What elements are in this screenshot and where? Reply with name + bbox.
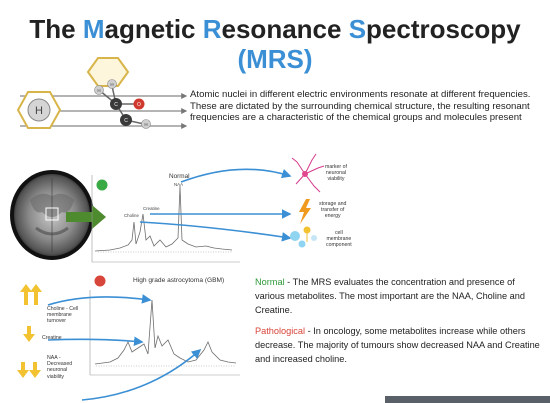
brain-mri-image [10, 170, 94, 260]
atom-h [94, 85, 104, 95]
normal-spectrum-label: Normal [169, 173, 190, 180]
hydrogen-atom-label: H [35, 105, 43, 117]
atom-c [120, 114, 132, 126]
footer-bar [385, 396, 550, 403]
change-label-creatine: Creatine [42, 335, 62, 341]
change-label-naa: NAA - Decreased neuronal viability [47, 355, 73, 380]
molecule-illustration: H H H C C O H [16, 57, 188, 129]
arrow-choline [139, 221, 292, 242]
atom-c [110, 98, 122, 110]
green-arrow-icon [66, 205, 106, 229]
arrow-naa [180, 168, 292, 183]
note-pathological: Pathological - In oncology, some metabol… [255, 326, 540, 364]
note-patho-label: Pathological [255, 326, 306, 336]
function-label-creatine: storage and transfer of energy [319, 201, 347, 220]
svg-text:C: C [114, 102, 118, 108]
atom-h [107, 79, 117, 89]
arrow-naa-tumor [81, 348, 202, 401]
up-arrows-icon [20, 284, 42, 305]
green-dot [96, 179, 108, 191]
spectrum-line [94, 185, 233, 252]
page-subtitle: (MRS) [237, 44, 313, 74]
svg-text:O: O [137, 102, 141, 108]
function-label-naa: marker of neuronal viability [325, 164, 347, 183]
lightning-icon [299, 199, 311, 224]
hydrogen-atom-large [27, 98, 51, 122]
peak-label-choline: Choline [124, 213, 139, 218]
arrow-choline-tumor [47, 294, 152, 306]
tumor-spectrum-plot [89, 290, 240, 376]
svg-text:C: C [124, 118, 128, 124]
function-label-choline: cell membrane component [326, 230, 352, 249]
svg-text:H: H [110, 82, 113, 87]
red-dot [94, 275, 106, 287]
atom-o [133, 98, 145, 110]
peak-label-naa: NAA [174, 182, 184, 187]
atom-h [141, 119, 151, 129]
membrane-icon [290, 226, 317, 248]
note-normal: Normal - The MRS evaluates the concentra… [255, 277, 525, 315]
voxel-marker [45, 207, 59, 221]
normal-spectrum-plot [91, 175, 240, 263]
page-title: The Magnetic Resonance Spectroscopy [29, 14, 521, 44]
down-arrows-icon [17, 362, 41, 378]
svg-text:H: H [144, 122, 147, 127]
svg-text:H: H [97, 88, 100, 93]
change-label-choline: Choline - Cell membrane turnover [47, 306, 79, 325]
arrow-creatine-tumor [47, 336, 144, 347]
tumor-spectrum-label: High grade astrocytoma (GBM) [133, 277, 225, 284]
neuron-icon [291, 153, 325, 193]
down-arrow-icon [23, 326, 35, 342]
note-normal-label: Normal [255, 277, 285, 287]
peak-label-creatine: Creatine [143, 206, 160, 211]
spectrum-line [94, 299, 237, 365]
intro-text: Atomic nuclei in different electric envi… [190, 89, 531, 124]
